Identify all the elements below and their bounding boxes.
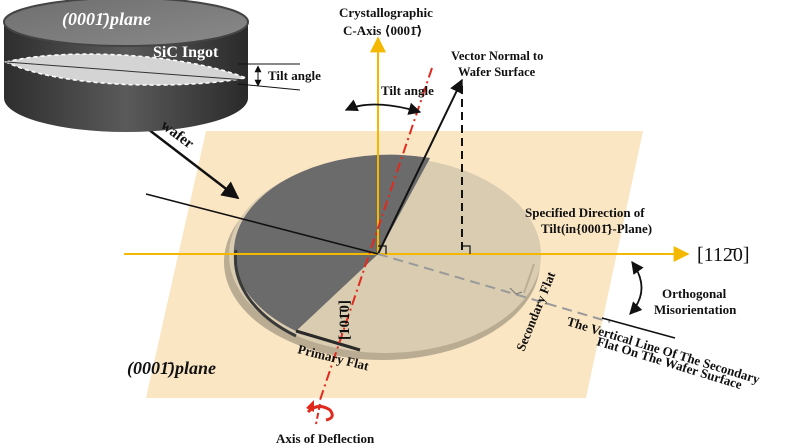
direction-1120-label: [112̄0] xyxy=(697,244,750,266)
normal-vector xyxy=(377,78,463,255)
deflection-axis-label: Axis of Deflection xyxy=(276,431,375,446)
ingot-tilt-label: Tilt angle xyxy=(268,68,321,83)
right-angle-marker xyxy=(462,245,471,254)
ingot-top-rim xyxy=(3,0,249,47)
tilt-arc xyxy=(344,99,422,115)
tilt-direction-label-2: Tilt(in{0001̄}-Plane) xyxy=(541,221,652,236)
secondary-flat-normal xyxy=(377,253,611,323)
direction-1010-label: [101̄0] xyxy=(337,300,353,340)
sic-ingot xyxy=(3,0,301,132)
orthogonal-arc xyxy=(629,260,644,315)
ingot-slice xyxy=(3,53,249,86)
tilt-angle-label: Tilt angle xyxy=(381,83,434,98)
secondary-flat-edge xyxy=(523,263,535,294)
tilt-direction-label-1: Specified Direction of xyxy=(525,205,645,220)
c-axis-label-2: C-Axis ⟨0001̄⟩ xyxy=(343,23,422,38)
wafer-dark-edge xyxy=(233,249,297,338)
ingot-top xyxy=(4,0,248,46)
right-angle-marker-origin xyxy=(378,245,387,254)
wafer-diameter-line xyxy=(145,193,379,255)
primary-flat-edge xyxy=(295,329,361,352)
normal-vector-label-1: Vector Normal to xyxy=(451,49,543,63)
rotation-icon xyxy=(306,400,334,425)
right-angle-marker-secondary xyxy=(509,287,523,295)
normal-vector-label-2: Wafer Surface xyxy=(458,65,536,79)
orthogonal-label-1: Orthogonal xyxy=(662,286,727,301)
ingot-slice-axis xyxy=(5,61,247,81)
orthogonal-label-2: Misorientation xyxy=(654,302,737,317)
secondary-flat-normal-solid xyxy=(601,317,676,339)
c-axis-label-1: Crystallographic xyxy=(339,5,433,20)
tilt-ref-bottom xyxy=(237,83,301,91)
ingot-plane-label: (0001̄)plane xyxy=(62,9,151,30)
ingot-name-label: SiC Ingot xyxy=(153,44,219,61)
deflection-axis xyxy=(319,67,433,401)
plane-label: (0001̄)plane xyxy=(127,358,216,379)
